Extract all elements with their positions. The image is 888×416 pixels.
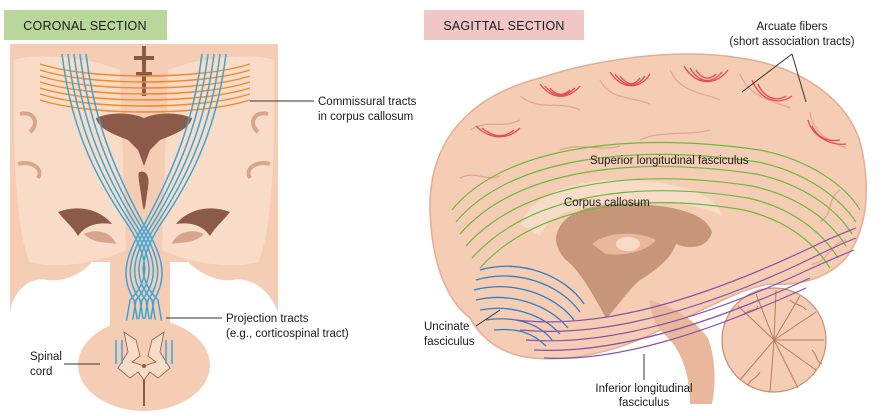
arcuate-label-line2: (short association tracts) bbox=[729, 36, 854, 48]
uncinate-label-line1: Uncinate bbox=[424, 321, 469, 333]
coronal-panel: CORONAL SECTION bbox=[4, 10, 417, 411]
sagittal-header: SAGITTAL SECTION bbox=[443, 19, 564, 33]
projection-label-line1: Projection tracts bbox=[226, 313, 309, 325]
arcuate-label-line1: Arcuate fibers bbox=[757, 21, 828, 33]
inferior-label-line2: fasciculus bbox=[619, 397, 670, 409]
corpus-callosum-label: Corpus callosum bbox=[564, 197, 650, 209]
commissural-label-line1: Commissural tracts bbox=[318, 96, 417, 108]
cerebellum bbox=[722, 288, 826, 392]
spinal-label-line2: cord bbox=[30, 366, 52, 378]
sagittal-panel: SAGITTAL SECTION bbox=[424, 10, 866, 409]
superior-label: Superior longitudinal fasciculus bbox=[590, 155, 749, 167]
uncinate-label-line2: fasciculus bbox=[424, 336, 475, 348]
spinal-cord bbox=[78, 319, 210, 411]
coronal-header: CORONAL SECTION bbox=[23, 19, 146, 33]
third-ventricle-sagittal bbox=[616, 237, 640, 251]
spinal-label-line1: Spinal bbox=[30, 351, 62, 363]
inferior-label-line1: Inferior longitudinal bbox=[595, 383, 692, 395]
projection-label-line2: (e.g., corticospinal tract) bbox=[226, 328, 349, 340]
commissural-label-line2: in corpus callosum bbox=[318, 111, 413, 123]
